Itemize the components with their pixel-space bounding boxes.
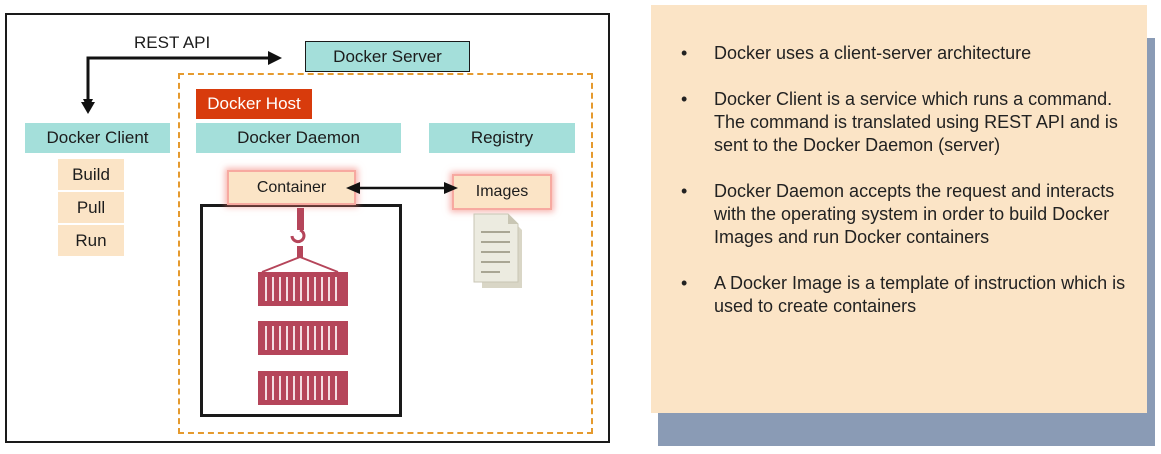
container-frame xyxy=(200,204,402,417)
note-item: • Docker uses a client-server architectur… xyxy=(681,42,1131,65)
note-text: A Docker Image is a template of instruct… xyxy=(714,273,1126,316)
note-item: • Docker Client is a service which runs a… xyxy=(681,88,1131,157)
notes-panel: • Docker uses a client-server architectur… xyxy=(651,5,1147,413)
container-label: Container xyxy=(227,170,356,205)
client-command-run: Run xyxy=(58,225,124,256)
notes-list: • Docker uses a client-server architectur… xyxy=(681,42,1131,341)
docker-host-boundary xyxy=(178,73,593,434)
rest-api-label: REST API xyxy=(134,33,211,52)
registry-box: Registry xyxy=(429,123,575,153)
bullet-icon: • xyxy=(681,89,688,109)
docker-host-tag: Docker Host xyxy=(196,89,312,119)
bullet-icon: • xyxy=(681,273,688,293)
client-command-pull: Pull xyxy=(58,192,124,223)
note-text: Docker uses a client-server architecture xyxy=(714,43,1032,63)
docker-daemon-box: Docker Daemon xyxy=(196,123,401,153)
note-text: Docker Client is a service which runs a … xyxy=(714,89,1118,155)
bullet-icon: • xyxy=(681,43,688,63)
note-text: Docker Daemon accepts the request and in… xyxy=(714,181,1115,247)
bullet-icon: • xyxy=(681,181,688,201)
docker-server-box: Docker Server xyxy=(305,41,470,72)
images-label: Images xyxy=(452,174,552,210)
client-command-build: Build xyxy=(58,159,124,190)
note-item: • Docker Daemon accepts the request and i… xyxy=(681,180,1131,249)
note-item: • A Docker Image is a template of instruc… xyxy=(681,272,1131,318)
docker-client-box: Docker Client xyxy=(25,123,170,153)
